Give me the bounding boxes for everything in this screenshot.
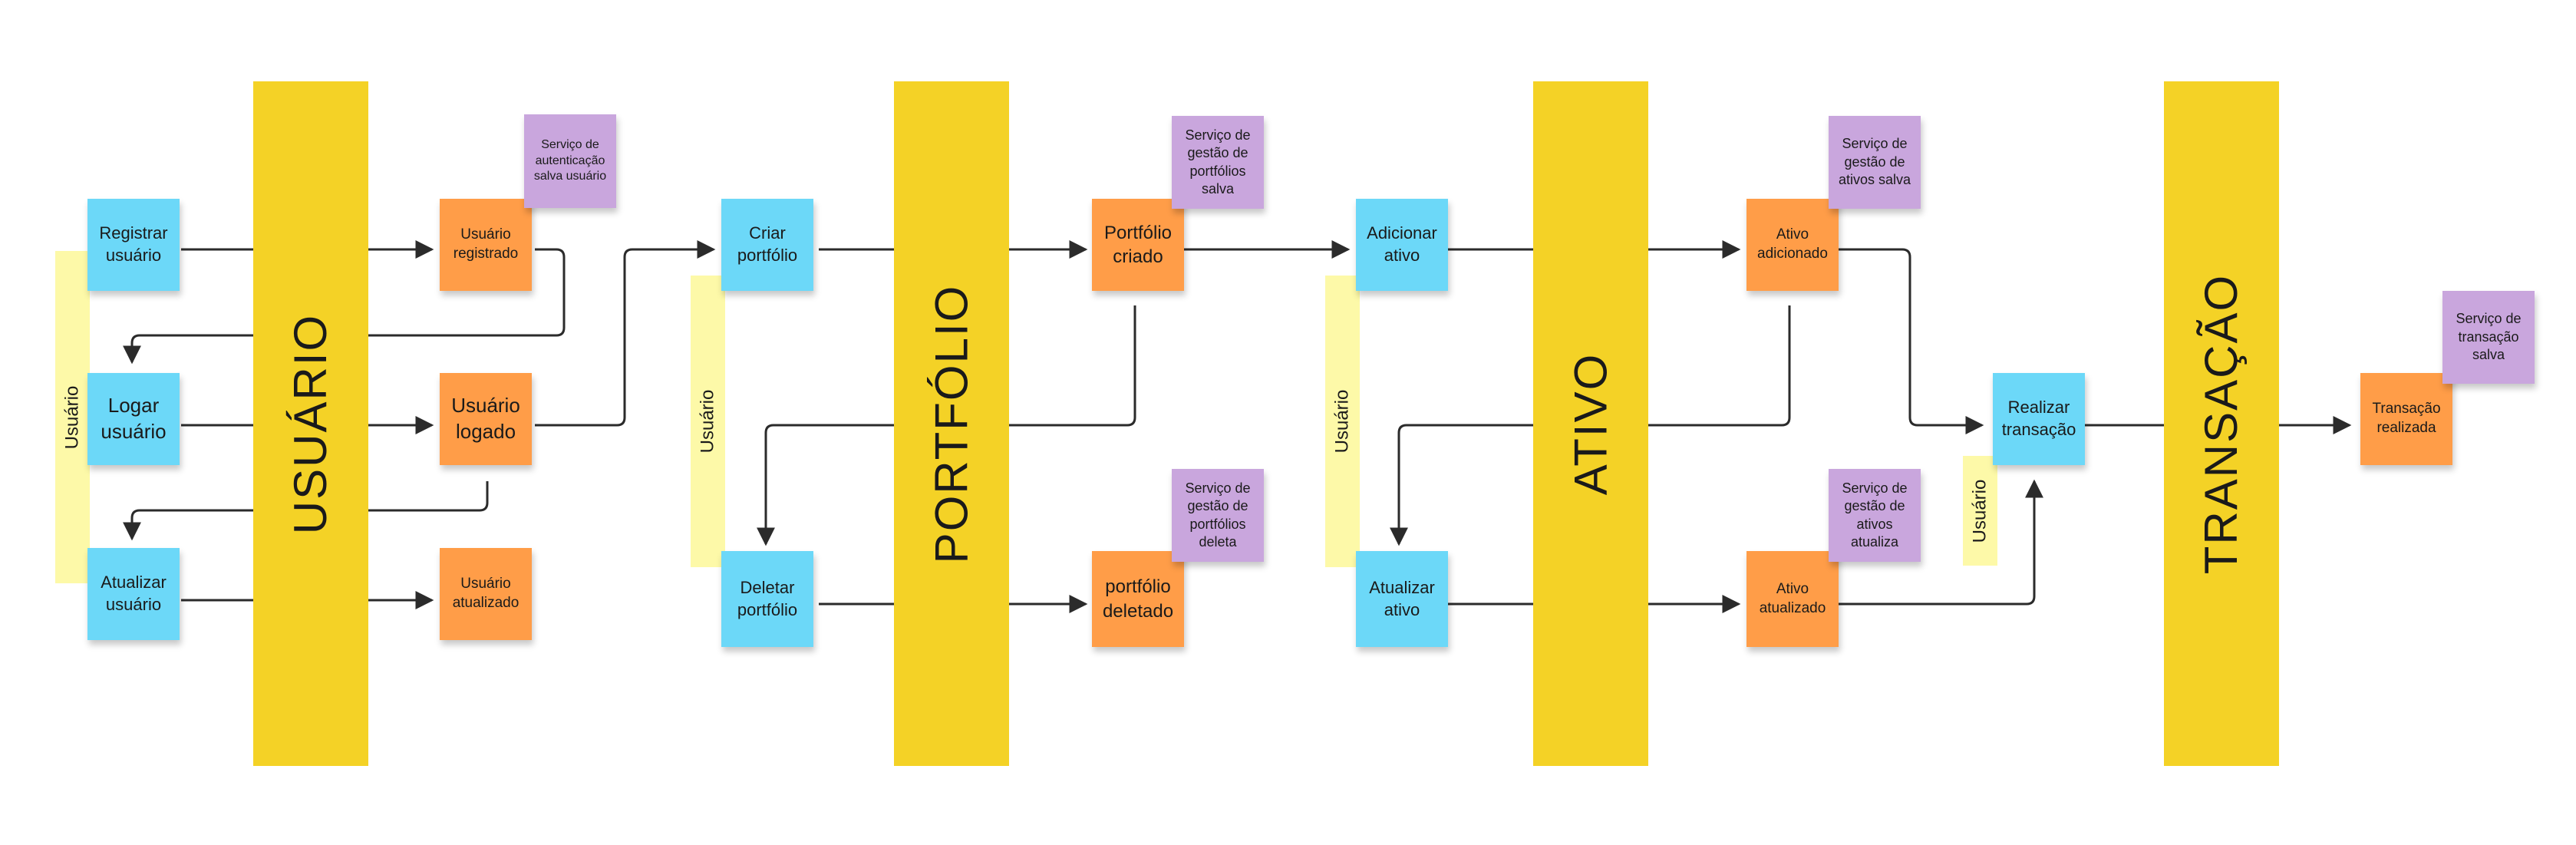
actor-usuario-1-label: Usuário [61, 385, 83, 449]
event-transacao-realizada[interactable]: Transação realizada [2360, 373, 2452, 465]
policy-ativos-atualiza[interactable]: Serviço de gestão de ativos atualiza [1829, 469, 1921, 562]
event-usuario-logado[interactable]: Usuário logado [440, 373, 532, 465]
command-realizar-transacao[interactable]: Realizar transação [1993, 373, 2085, 465]
actor-usuario-4: Usuário [1963, 456, 1997, 566]
event-ativo-adicionado[interactable]: Ativo adicionado [1746, 199, 1839, 291]
command-atualizar-ativo[interactable]: Atualizar ativo [1356, 551, 1448, 647]
event-ativo-atualizado[interactable]: Ativo atualizado [1746, 551, 1839, 647]
aggregate-portfolio: PORTFÓLIO [894, 81, 1009, 766]
event-portfolio-deletado[interactable]: portfólio deletado [1092, 551, 1184, 647]
arrow-logado-to-criar [535, 240, 716, 427]
aggregate-ativo: ATIVO [1533, 81, 1648, 766]
actor-usuario-1: Usuário [55, 251, 90, 583]
command-atualizar-usuario[interactable]: Atualizar usuário [87, 548, 180, 640]
command-logar-usuario[interactable]: Logar usuário [87, 373, 180, 465]
command-registrar-usuario[interactable]: Registrar usuário [87, 199, 180, 291]
policy-autenticacao-salva-usuario[interactable]: Serviço de autenticação salva usuário [524, 114, 616, 208]
actor-usuario-2: Usuário [691, 276, 725, 567]
command-deletar-portfolio[interactable]: Deletar portfólio [721, 551, 813, 647]
policy-portfolios-salva[interactable]: Serviço de gestão de portfólios salva [1172, 116, 1264, 209]
policy-transacao-salva[interactable]: Serviço de transação salva [2442, 291, 2535, 384]
arrow-registrado-to-logar [123, 248, 566, 365]
command-adicionar-ativo[interactable]: Adicionar ativo [1356, 199, 1448, 291]
aggregate-ativo-label: ATIVO [1565, 352, 1617, 495]
aggregate-usuario: USUÁRIO [253, 81, 368, 766]
aggregate-usuario-label: USUÁRIO [285, 313, 337, 534]
aggregate-portfolio-label: PORTFÓLIO [925, 284, 978, 563]
actor-usuario-2-label: Usuário [697, 389, 718, 454]
aggregate-transacao-label: TRANSAÇÃO [2195, 273, 2248, 574]
actor-usuario-3: Usuário [1325, 276, 1360, 567]
aggregate-transacao: TRANSAÇÃO [2164, 81, 2279, 766]
arrow-adicionado-to-realizar [1839, 248, 1984, 434]
event-portfolio-criado[interactable]: Portfólio criado [1092, 199, 1184, 291]
arrow-atualizado-to-realizar [1839, 479, 2043, 606]
policy-ativos-salva[interactable]: Serviço de gestão de ativos salva [1829, 116, 1921, 209]
event-usuario-atualizado[interactable]: Usuário atualizado [440, 548, 532, 640]
command-criar-portfolio[interactable]: Criar portfólio [721, 199, 813, 291]
event-usuario-registrado[interactable]: Usuário registrado [440, 199, 532, 291]
actor-usuario-3-label: Usuário [1331, 389, 1353, 454]
actor-usuario-4-label: Usuário [1969, 479, 1991, 543]
policy-portfolios-deleta[interactable]: Serviço de gestão de portfólios deleta [1172, 469, 1264, 562]
